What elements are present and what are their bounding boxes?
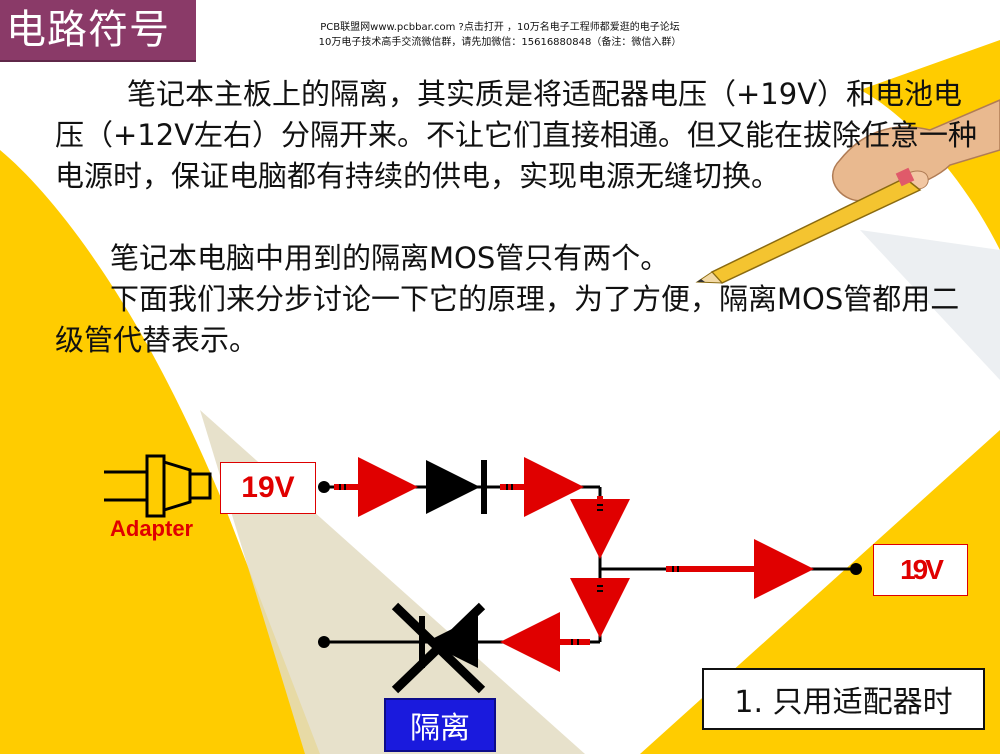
banner-line-2: 10万电子技术高手交流微信群，请先加微信：15616880848（备注：微信入群…	[318, 37, 682, 48]
cross-icon	[391, 602, 486, 694]
mode-caption: 1. 只用适配器时	[702, 668, 985, 730]
current-arrows	[334, 457, 814, 672]
power-plug-icon	[104, 454, 212, 518]
output-voltage-label: 19V	[873, 544, 968, 596]
paragraph-1: 笔记本主板上的隔离，其实质是将适配器电压（+19V）和电池电压（+12V左右）分…	[55, 77, 978, 193]
title-box: 电路符号	[0, 0, 196, 62]
diode-icon	[426, 460, 487, 514]
paragraph-3: 下面我们来分步讨论一下它的原理，为了方便，隔离MOS管都用二级管代替表示。	[55, 282, 960, 357]
adapter-label: Adapter	[110, 516, 194, 541]
watermark-banner: PCB联盟网www.pcbbar.com ?点击打开 ，10万名电子工程师都爱逛…	[250, 20, 750, 50]
input-node	[318, 481, 330, 493]
body-text: 笔记本主板上的隔离，其实质是将适配器电压（+19V）和电池电压（+12V左右）分…	[55, 74, 985, 361]
page-title: 电路符号	[6, 7, 170, 53]
battery-node	[318, 636, 330, 648]
banner-line-1: PCB联盟网www.pcbbar.com ?点击打开 ，10万名电子工程师都爱逛…	[320, 22, 680, 33]
paragraph-2: 笔记本电脑中用到的隔离MOS管只有两个。	[110, 241, 670, 275]
output-node	[850, 563, 862, 575]
input-voltage-label: 19V	[220, 462, 316, 514]
isolation-label: 隔离	[384, 698, 496, 752]
